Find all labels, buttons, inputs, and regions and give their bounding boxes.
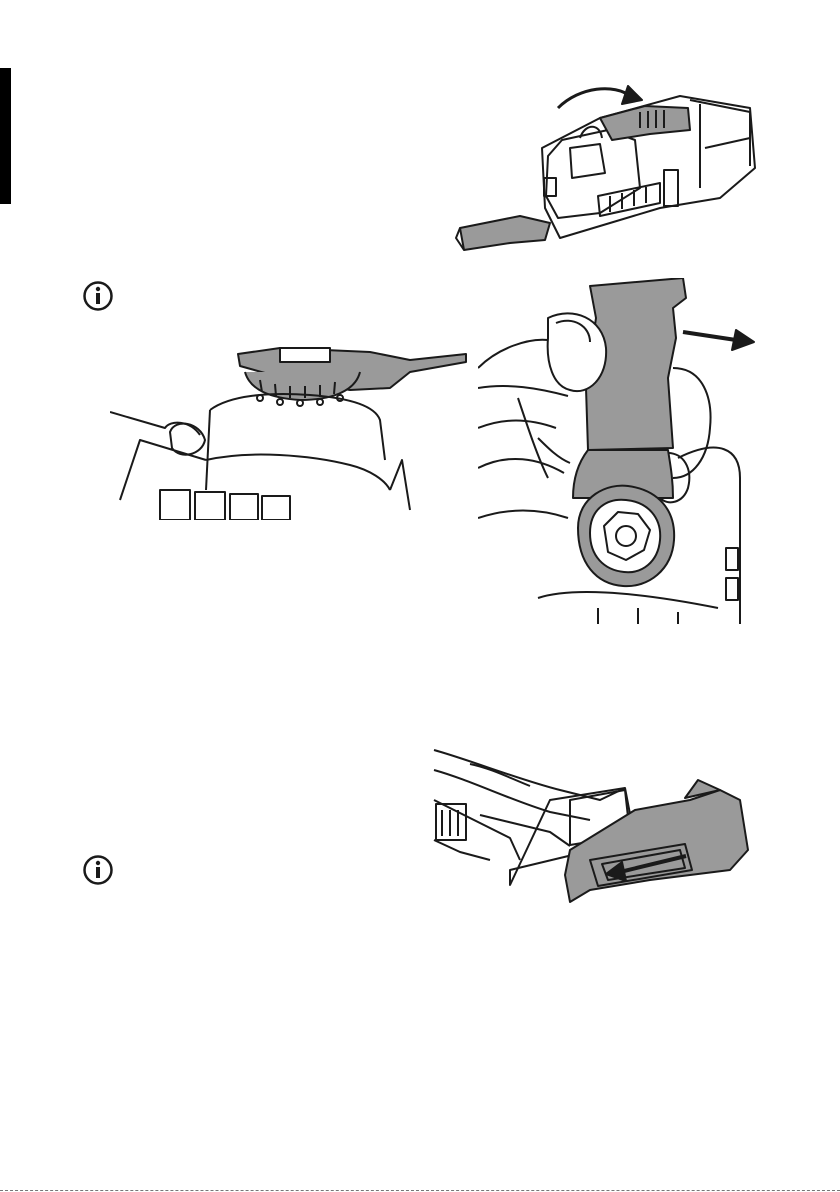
info-icon (82, 280, 114, 312)
info-icon (82, 854, 114, 886)
hand-remove-blade-illustration (478, 278, 758, 624)
lever-rotate-illustration (450, 78, 760, 263)
blade-flange-illustration (110, 340, 470, 520)
language-tab (0, 68, 11, 204)
battery-slide-illustration (430, 740, 760, 912)
page-bottom-rule (0, 1190, 840, 1191)
